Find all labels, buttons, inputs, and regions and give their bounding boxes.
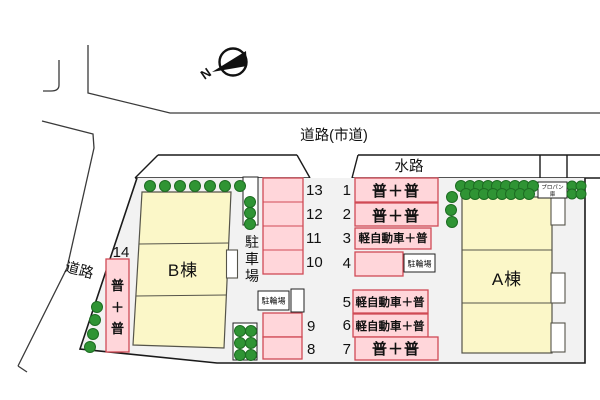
building-a bbox=[461, 196, 553, 354]
tree bbox=[219, 180, 231, 192]
building-b-entrance bbox=[225, 249, 239, 279]
trees bbox=[84, 180, 587, 361]
stall-number-6: 6 bbox=[343, 317, 351, 334]
tree bbox=[91, 301, 103, 313]
utility-box bbox=[290, 288, 305, 313]
tree bbox=[244, 196, 256, 208]
building-a-entrance-1 bbox=[550, 197, 566, 226]
stall-number-4: 4 bbox=[343, 255, 351, 272]
building-b bbox=[132, 191, 232, 349]
building-a-divisions bbox=[462, 249, 552, 304]
propane-store-box bbox=[537, 181, 568, 199]
driveway-tick-left bbox=[296, 154, 311, 179]
building-a-entrance-2 bbox=[550, 272, 566, 304]
tree bbox=[446, 216, 458, 228]
driveway-tick-right bbox=[351, 154, 359, 179]
stall-14-type-char1: 普 bbox=[111, 278, 124, 293]
tree bbox=[244, 218, 256, 230]
parking-stall-3 bbox=[354, 227, 432, 250]
stall-14-type-char3: 普 bbox=[111, 321, 124, 336]
tree bbox=[159, 180, 171, 192]
tree bbox=[84, 341, 96, 353]
stall-number-2: 2 bbox=[343, 206, 351, 223]
stall-14-type-char2: ＋ bbox=[111, 300, 124, 315]
propane-label-line1: プロパン bbox=[541, 184, 564, 191]
stall-number-9: 9 bbox=[307, 318, 315, 335]
tree bbox=[87, 328, 99, 340]
tree bbox=[244, 207, 256, 219]
road-city-label: 道路(市道) bbox=[300, 127, 368, 144]
building-b-label: B棟 bbox=[168, 261, 198, 280]
tree bbox=[445, 204, 457, 216]
tree bbox=[174, 180, 186, 192]
building-a-label: A棟 bbox=[492, 270, 522, 289]
stall-number-11: 11 bbox=[306, 230, 322, 247]
stall-number-14: 14 bbox=[113, 244, 130, 261]
parking-area-char2: 車 bbox=[245, 251, 259, 267]
stall-number-5: 5 bbox=[343, 294, 351, 311]
tree bbox=[446, 191, 458, 203]
stall-number-10: 10 bbox=[306, 254, 323, 271]
road-edge-north bbox=[87, 45, 600, 114]
building-b-divisions bbox=[135, 242, 230, 297]
stall-number-8: 8 bbox=[307, 341, 315, 358]
stall-number-1: 1 bbox=[343, 182, 351, 199]
tree bbox=[575, 188, 587, 200]
propane-label-line2: 庫 bbox=[550, 190, 556, 198]
parking-stall-7 bbox=[354, 336, 439, 361]
parking-stall-9 bbox=[262, 312, 303, 338]
stall-2-type: 普＋普 bbox=[372, 207, 420, 225]
stall-number-12: 12 bbox=[306, 206, 323, 223]
waterway-label: 水路 bbox=[395, 158, 424, 175]
bicycle-parking-box-b bbox=[257, 290, 290, 311]
road-edge-west-tick bbox=[17, 365, 28, 373]
tree bbox=[245, 337, 257, 349]
parking-stall-8 bbox=[262, 336, 303, 360]
stall-5-type: 軽自動車＋普 bbox=[356, 295, 425, 309]
parking-stall-5 bbox=[352, 289, 429, 314]
site-boundary bbox=[78, 177, 586, 364]
stall-number-3: 3 bbox=[343, 230, 351, 247]
parking-stall-14 bbox=[105, 258, 130, 353]
stall-1-type: 普＋普 bbox=[372, 182, 420, 200]
bicycle-parking-label-b: 駐輪場 bbox=[262, 296, 286, 306]
road-edge-west bbox=[17, 120, 95, 367]
bicycle-parking-label-a: 駐輪場 bbox=[408, 259, 432, 269]
compass-needle-icon bbox=[212, 51, 247, 72]
tree bbox=[89, 314, 101, 326]
parking-stall-1 bbox=[354, 177, 439, 203]
stall-3-type: 軽自動車＋普 bbox=[359, 231, 428, 245]
tree bbox=[245, 349, 257, 361]
tree bbox=[234, 180, 246, 192]
tree bbox=[245, 325, 257, 337]
stall-number-7: 7 bbox=[343, 341, 351, 358]
tree bbox=[204, 180, 216, 192]
stall-number-13: 13 bbox=[306, 182, 323, 199]
parking-stall-2 bbox=[354, 202, 439, 227]
parking-area-char3: 場 bbox=[245, 268, 259, 284]
north-arrow: N bbox=[198, 47, 248, 82]
propane-boundary-lines bbox=[539, 155, 568, 182]
building-a-entrance-3 bbox=[550, 322, 566, 353]
stall-7-type: 普＋普 bbox=[372, 340, 420, 358]
parking-area-char1: 駐 bbox=[245, 234, 259, 250]
tree bbox=[234, 325, 246, 337]
parking-stall-4 bbox=[354, 251, 404, 277]
stall-6-type: 軽自動車＋普 bbox=[356, 319, 425, 333]
bicycle-parking-box-a bbox=[403, 253, 436, 273]
tree bbox=[144, 180, 156, 192]
tree bbox=[234, 349, 246, 361]
tree bbox=[523, 188, 535, 200]
tree bbox=[189, 180, 201, 192]
stall-column-dividers bbox=[263, 201, 303, 251]
waterway-left-closure bbox=[134, 154, 159, 179]
tree bbox=[234, 337, 246, 349]
road-edge-corner bbox=[43, 60, 60, 92]
